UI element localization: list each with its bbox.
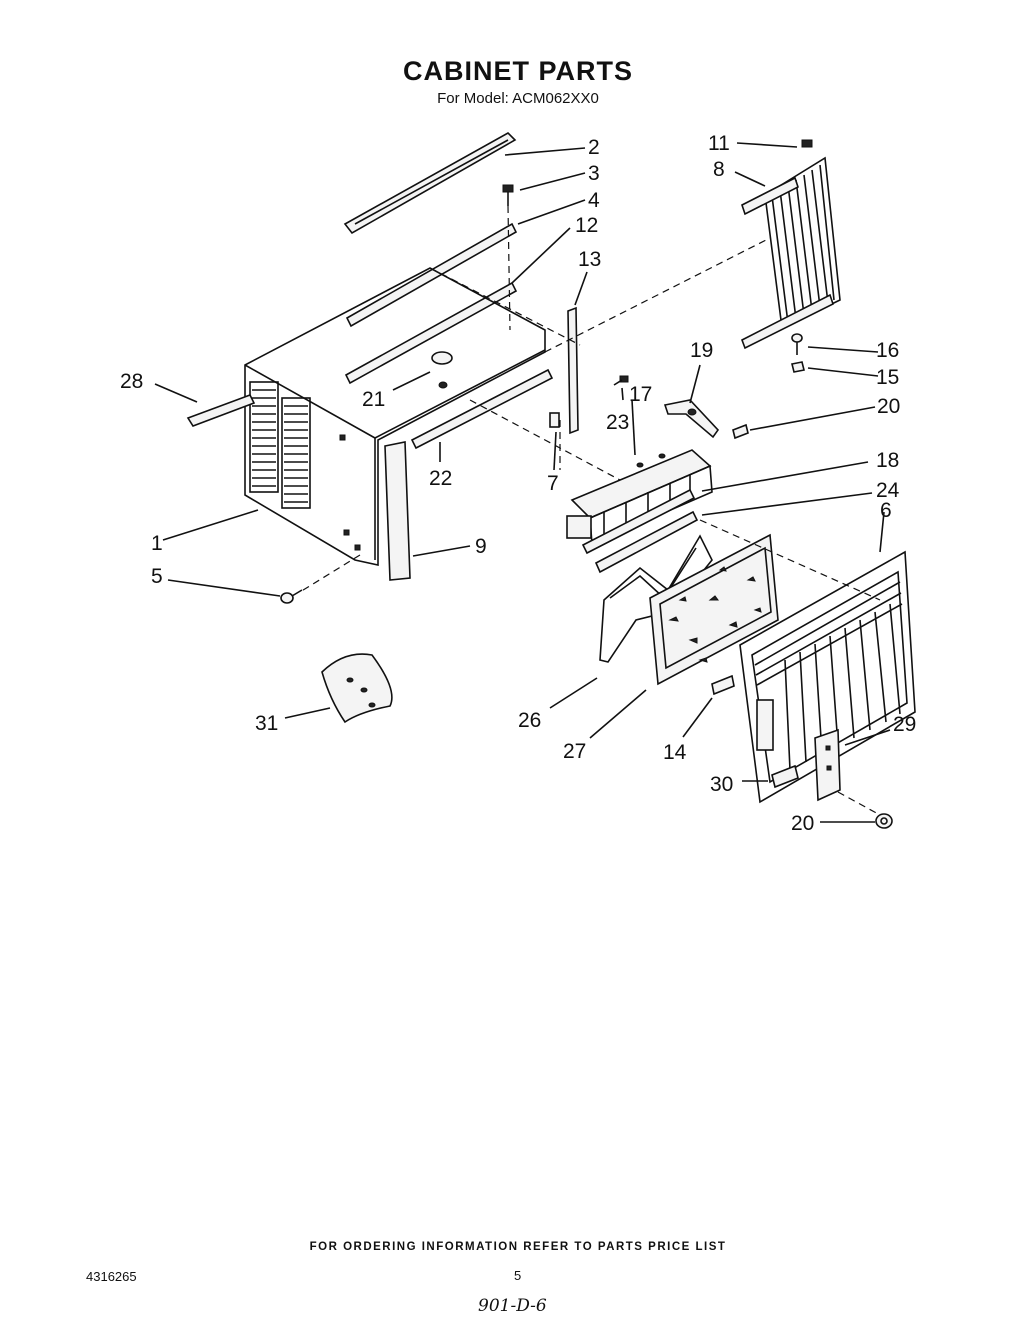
callout-30: 30 [710,773,733,796]
callout-6: 6 [880,499,892,522]
part-29-cover [814,728,841,802]
part-24-rail [594,510,699,574]
callout-26: 26 [518,709,541,732]
callout-19: 19 [690,339,713,362]
part-28-screw [613,375,629,386]
part-4-seal-strip [345,222,518,328]
callout-31: 31 [255,712,278,735]
callout-14: 14 [663,741,687,764]
callout-29: 29 [893,713,916,736]
callout-1: 1 [151,532,163,555]
callout-4: 4 [588,189,600,212]
callout-9: 9 [475,535,487,558]
callout-2: 2 [588,136,600,159]
part-11-screw [801,139,813,148]
page-title: CABINET PARTS [402,56,633,86]
callout-17: 17 [629,383,652,406]
part-21-knob [875,813,893,829]
callout-27: 27 [563,740,586,763]
part-13-channel [567,306,579,435]
callout-13: 13 [578,248,601,271]
part-17-control-assembly [566,449,713,546]
handwritten-note: 901-D-6 [478,1296,547,1316]
page-number: 5 [514,1268,522,1283]
part-14-latch [711,674,735,696]
callout-16: 16 [876,339,899,362]
callout-18: 18 [876,449,899,472]
part-9-side-seal [384,441,411,581]
part-3-screw [502,184,514,206]
part-30-block [771,764,799,789]
callout-7: 7 [547,472,559,495]
leader-lines [154,142,891,823]
part-16-bolt [791,333,803,355]
part-12-seal-strip [344,281,518,385]
part-10-rail [186,394,256,427]
callout-21: 20 [791,812,814,835]
callout-23: 22 [429,467,452,490]
callout-28: 23 [606,411,629,434]
callout-24: 24 [876,479,900,502]
part-22-knob [431,351,453,389]
part-1-cabinet [244,267,546,566]
model-subtitle: For Model: ACM062XX0 [437,90,599,107]
callout-8: 8 [713,158,725,181]
callout-11: 11 [708,132,730,155]
part-6-front-grille [739,550,916,804]
part-31-mounting-bracket [321,653,393,724]
part-7-clip [549,412,560,428]
part-5-screw [280,589,303,604]
cabinet-louvers [249,381,311,509]
callout-3: 3 [588,162,600,185]
callout-22: 21 [362,388,385,411]
ordering-note: FOR ORDERING INFORMATION REFER TO PARTS … [309,1241,727,1253]
part-15-nut [791,361,805,373]
part-2-top-rail [343,132,517,235]
callout-labels: 28 1 5 2 3 4 12 13 11 8 16 15 19 20 17 2… [120,132,916,835]
part-27-filter [649,533,779,686]
part-19-bracket [663,399,720,439]
callout-5: 5 [151,565,163,588]
callout-15: 15 [876,366,899,389]
callout-10: 28 [120,370,143,393]
doc-number: 4316265 [86,1269,137,1284]
part-18-rail [581,488,696,555]
part-20-clip [732,423,749,440]
callout-12: 12 [575,214,598,237]
part-8-rear-grille [741,156,841,350]
part-23-front-rail [410,368,554,450]
callout-20: 20 [877,395,900,418]
